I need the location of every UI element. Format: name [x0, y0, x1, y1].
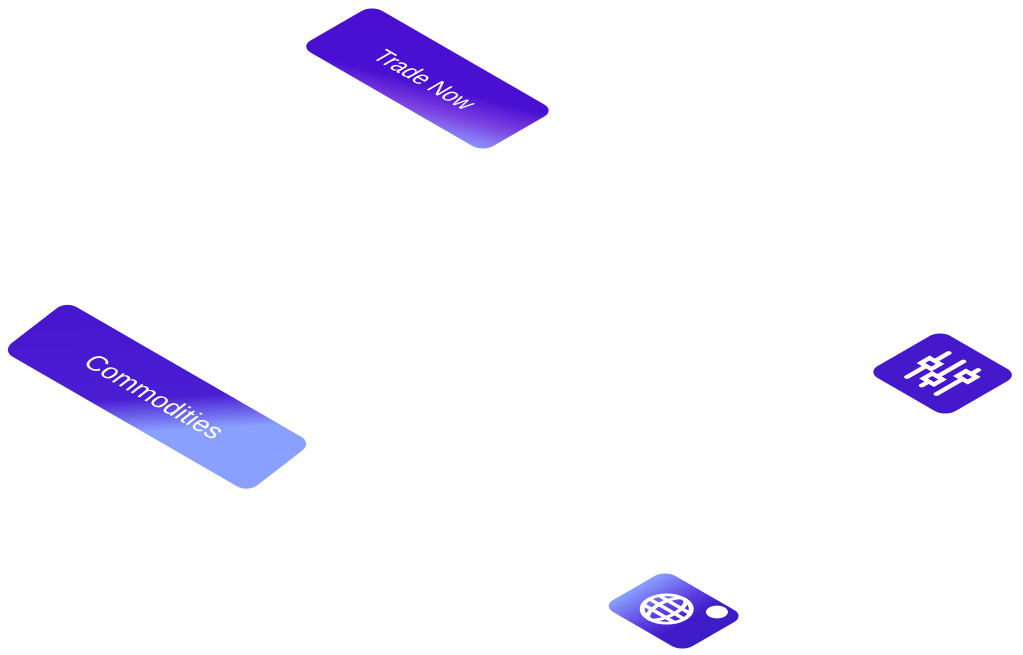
notification-dot [705, 605, 728, 619]
globe-icon [639, 593, 694, 625]
trade-now-button[interactable]: Trade Now [300, 5, 555, 152]
globe-button[interactable] [603, 570, 745, 652]
filter-settings-button[interactable] [867, 330, 1018, 417]
commodities-button[interactable]: Commodities [2, 301, 312, 493]
sliders-icon [904, 351, 982, 396]
